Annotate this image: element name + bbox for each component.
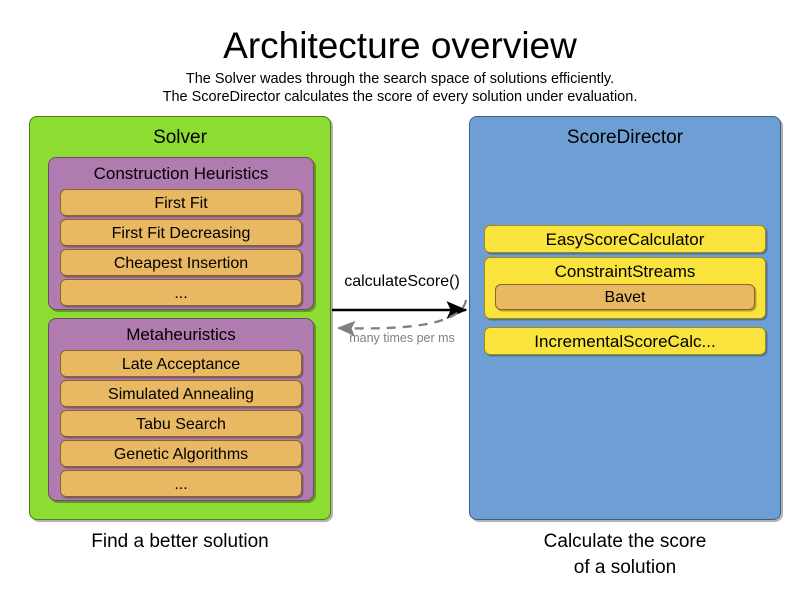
- caption-score-director-line-2: of a solution: [573, 557, 677, 578]
- calculator-easy-score-calculator[interactable]: EasyScoreCalculator: [484, 225, 766, 253]
- group-metaheuristics: Metaheuristics Late Acceptance Simulated…: [48, 318, 314, 501]
- caption-solver-line-1: Find a better solution: [91, 531, 269, 552]
- subtitle-line-1: The Solver wades through the search spac…: [185, 71, 615, 87]
- group-items-construction-heuristics: First Fit First Fit Decreasing Cheapest …: [60, 189, 302, 306]
- group-construction-heuristics: Construction Heuristics First Fit First …: [48, 157, 314, 310]
- calculator-incremental-score-calculator[interactable]: IncrementalScoreCalc...: [484, 327, 766, 355]
- list-item[interactable]: ...: [60, 279, 302, 306]
- list-item[interactable]: First Fit Decreasing: [60, 219, 302, 246]
- caption-solver: Find a better solution: [29, 529, 331, 555]
- score-director-panel-title: ScoreDirector: [566, 127, 684, 148]
- list-item[interactable]: ...: [60, 470, 302, 497]
- group-title-construction-heuristics: Construction Heuristics: [93, 164, 269, 183]
- calculator-constraint-streams-label: ConstraintStreams: [554, 262, 696, 281]
- calculator-bavet[interactable]: Bavet: [495, 284, 755, 310]
- score-director-panel: ScoreDirector EasyScoreCalculator Constr…: [469, 116, 781, 520]
- solver-panel: Solver Construction Heuristics First Fit…: [29, 116, 331, 520]
- caption-score-director-line-1: Calculate the score: [543, 531, 707, 552]
- solver-panel-title: Solver: [153, 127, 207, 148]
- calculator-constraint-streams[interactable]: ConstraintStreams Bavet: [484, 257, 766, 319]
- list-item[interactable]: Tabu Search: [60, 410, 302, 437]
- group-title-metaheuristics: Metaheuristics: [126, 325, 236, 344]
- list-item[interactable]: Genetic Algorithms: [60, 440, 302, 467]
- list-item[interactable]: First Fit: [60, 189, 302, 216]
- list-item[interactable]: Cheapest Insertion: [60, 249, 302, 276]
- group-items-metaheuristics: Late Acceptance Simulated Annealing Tabu…: [60, 350, 302, 497]
- arrow-label-calculate-score: calculateScore(): [344, 273, 460, 290]
- arrow-many-times-per-ms: [336, 299, 468, 337]
- list-item[interactable]: Late Acceptance: [60, 350, 302, 377]
- page-title: Architecture overview: [223, 25, 577, 66]
- list-item[interactable]: Simulated Annealing: [60, 380, 302, 407]
- caption-score-director: Calculate the score of a solution: [469, 529, 781, 581]
- arrow-label-many-times-per-ms: many times per ms: [349, 331, 455, 345]
- subtitle-line-2: The ScoreDirector calculates the score o…: [162, 89, 638, 105]
